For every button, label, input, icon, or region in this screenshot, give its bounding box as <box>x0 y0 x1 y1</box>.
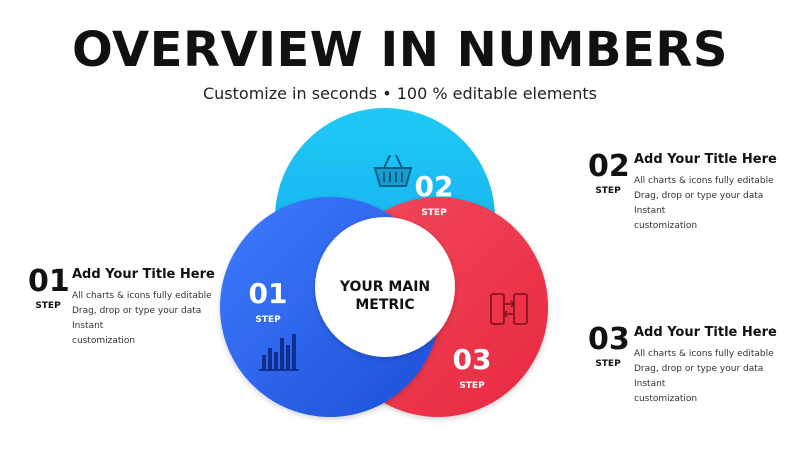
callout-02-line1: All charts & icons fully editable <box>634 176 774 186</box>
callout-01-number: 01 <box>28 264 70 299</box>
phone-transfer-icon <box>490 293 528 325</box>
circle-01-number: 01 <box>249 277 288 310</box>
callout-03-description: All charts & icons fully editable Drag, … <box>634 347 794 407</box>
callout-03-step: STEP <box>595 359 621 369</box>
callout-03-line1: All charts & icons fully editable <box>634 349 774 359</box>
callout-03-title: Add Your Title Here <box>634 325 777 340</box>
page-subtitle: Customize in seconds • 100 % editable el… <box>202 84 598 103</box>
callout-01-step: STEP <box>35 301 61 311</box>
shopping-basket-icon <box>373 154 413 187</box>
callout-03-line3: customization <box>634 394 698 404</box>
page-title: OVERVIEW IN NUMBERS <box>72 22 728 78</box>
callout-02-line2: Drag, drop or type your data Instant <box>634 191 764 216</box>
circle-03-step: STEP <box>459 381 485 391</box>
center-metric-line2: METRIC <box>355 297 414 313</box>
callout-01-line3: customization <box>72 336 136 346</box>
circle-02-step: STEP <box>421 208 447 218</box>
bar-chart-icon <box>259 334 299 371</box>
circle-01-step: STEP <box>255 315 281 325</box>
callout-02-description: All charts & icons fully editable Drag, … <box>634 174 794 234</box>
callout-01-title: Add Your Title Here <box>72 267 215 282</box>
circle-03-number: 03 <box>453 343 492 376</box>
callout-02-line3: customization <box>634 221 698 231</box>
center-metric-circle <box>315 217 455 357</box>
callout-03-number: 03 <box>588 322 630 357</box>
callout-03-line2: Drag, drop or type your data Instant <box>634 364 764 389</box>
callout-01-description: All charts & icons fully editable Drag, … <box>72 289 232 349</box>
callout-02-step: STEP <box>595 186 621 196</box>
center-metric-line1: YOUR MAIN <box>339 279 430 295</box>
circle-02-number: 02 <box>415 170 454 203</box>
callout-02-number: 02 <box>588 149 630 184</box>
callout-01-line2: Drag, drop or type your data Instant <box>72 306 202 331</box>
callout-01-line1: All charts & icons fully editable <box>72 291 212 301</box>
callout-02-title: Add Your Title Here <box>634 152 777 167</box>
